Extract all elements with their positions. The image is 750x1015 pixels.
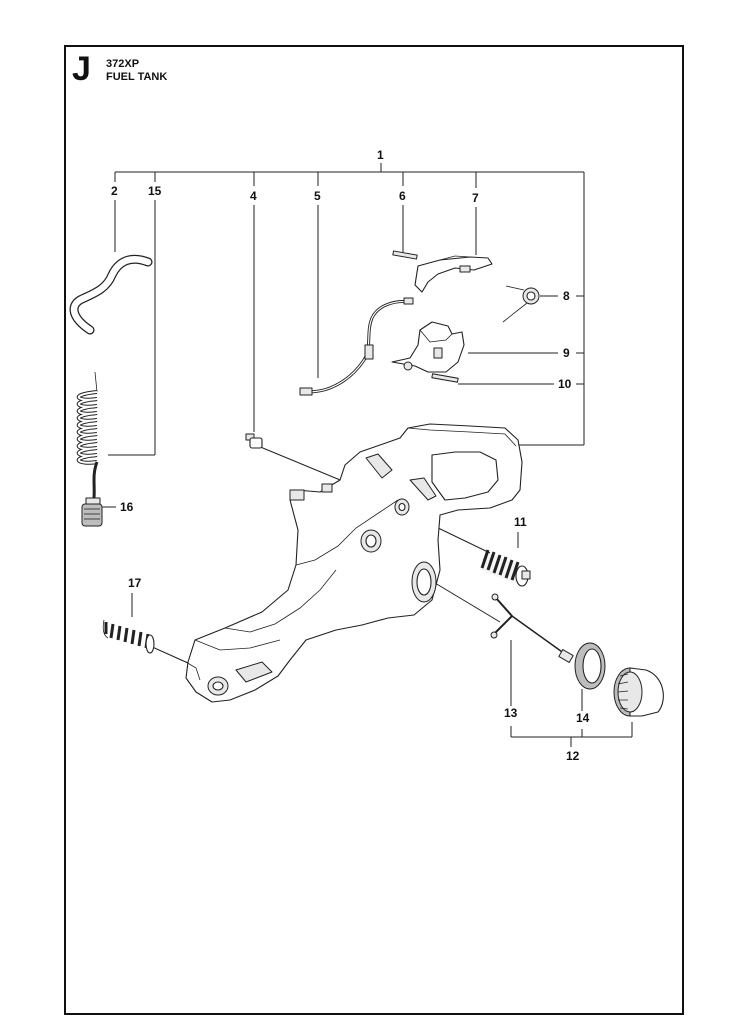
fuel-cap-part-12: [613, 667, 664, 717]
vent-valve-part-4: [245, 433, 263, 449]
callout-4: 4: [250, 189, 257, 203]
throttle-lockout-part-7: [414, 255, 493, 293]
throttle-trigger-part-9: [391, 321, 465, 373]
callout-17: 17: [128, 576, 142, 590]
leader-lines: [100, 163, 633, 747]
callout-11: 11: [514, 515, 527, 529]
throttle-rod-part-5: [299, 297, 414, 396]
model-name: 372XP: [106, 58, 140, 70]
seal-ring-part-14: [574, 642, 606, 690]
av-spring-part-11: [480, 549, 531, 587]
callout-15: 15: [148, 184, 162, 198]
av-spring-part-17: [102, 619, 155, 654]
callout-5: 5: [314, 189, 321, 203]
callout-8: 8: [563, 289, 570, 303]
callout-16: 16: [120, 500, 134, 514]
callout-13: 13: [504, 706, 518, 720]
fuel-hose-part-2: [69, 254, 153, 335]
coiled-fuel-line-part-15: [77, 371, 99, 499]
callout-7: 7: [472, 191, 479, 205]
callout-1: 1: [377, 148, 384, 162]
callout-10: 10: [558, 377, 572, 391]
pin-part-6: [392, 250, 418, 260]
pin-part-10: [431, 373, 459, 383]
section-letter: J: [72, 50, 91, 88]
callout-14: 14: [576, 711, 590, 725]
callout-9: 9: [563, 346, 570, 360]
fuel-filter-part-16: [81, 497, 103, 527]
page-title: FUEL TANK: [106, 71, 168, 83]
fuel-tank-body: [185, 423, 523, 703]
spring-part-8: [502, 285, 540, 323]
callout-2: 2: [111, 184, 118, 198]
vent-part-13: [490, 593, 574, 663]
callout-12: 12: [566, 749, 580, 763]
callout-6: 6: [399, 189, 406, 203]
